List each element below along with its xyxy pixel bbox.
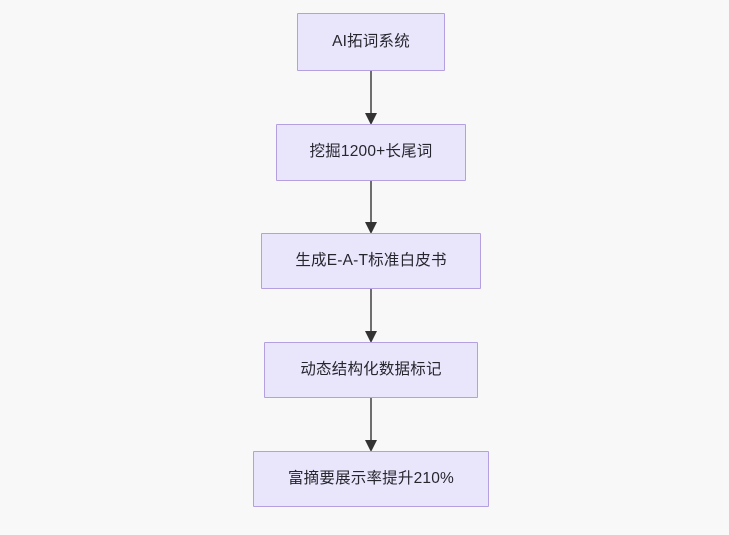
edge-node-4-to-node-5 (365, 398, 377, 452)
edge-node-2-to-node-3 (365, 181, 377, 234)
flow-node-rich-snippet-impression-lift[interactable]: 富摘要展示率提升210% (253, 451, 489, 507)
flow-node-dynamic-structured-data-markup[interactable]: 动态结构化数据标记 (264, 342, 478, 398)
flow-node-mine-longtail-keywords[interactable]: 挖掘1200+长尾词 (276, 124, 466, 181)
flow-node-label: 动态结构化数据标记 (300, 360, 442, 378)
edge-node-1-to-node-2 (365, 71, 377, 125)
flow-node-ai-keyword-system[interactable]: AI拓词系统 (297, 13, 445, 71)
flow-node-label: 挖掘1200+长尾词 (309, 143, 433, 161)
flow-node-generate-eat-whitepaper[interactable]: 生成E-A-T标准白皮书 (261, 233, 481, 289)
flow-node-label: 生成E-A-T标准白皮书 (295, 251, 447, 269)
flow-node-label: 富摘要展示率提升210% (287, 469, 455, 487)
edge-node-3-to-node-4 (365, 289, 377, 343)
flow-node-label: AI拓词系统 (332, 32, 410, 50)
